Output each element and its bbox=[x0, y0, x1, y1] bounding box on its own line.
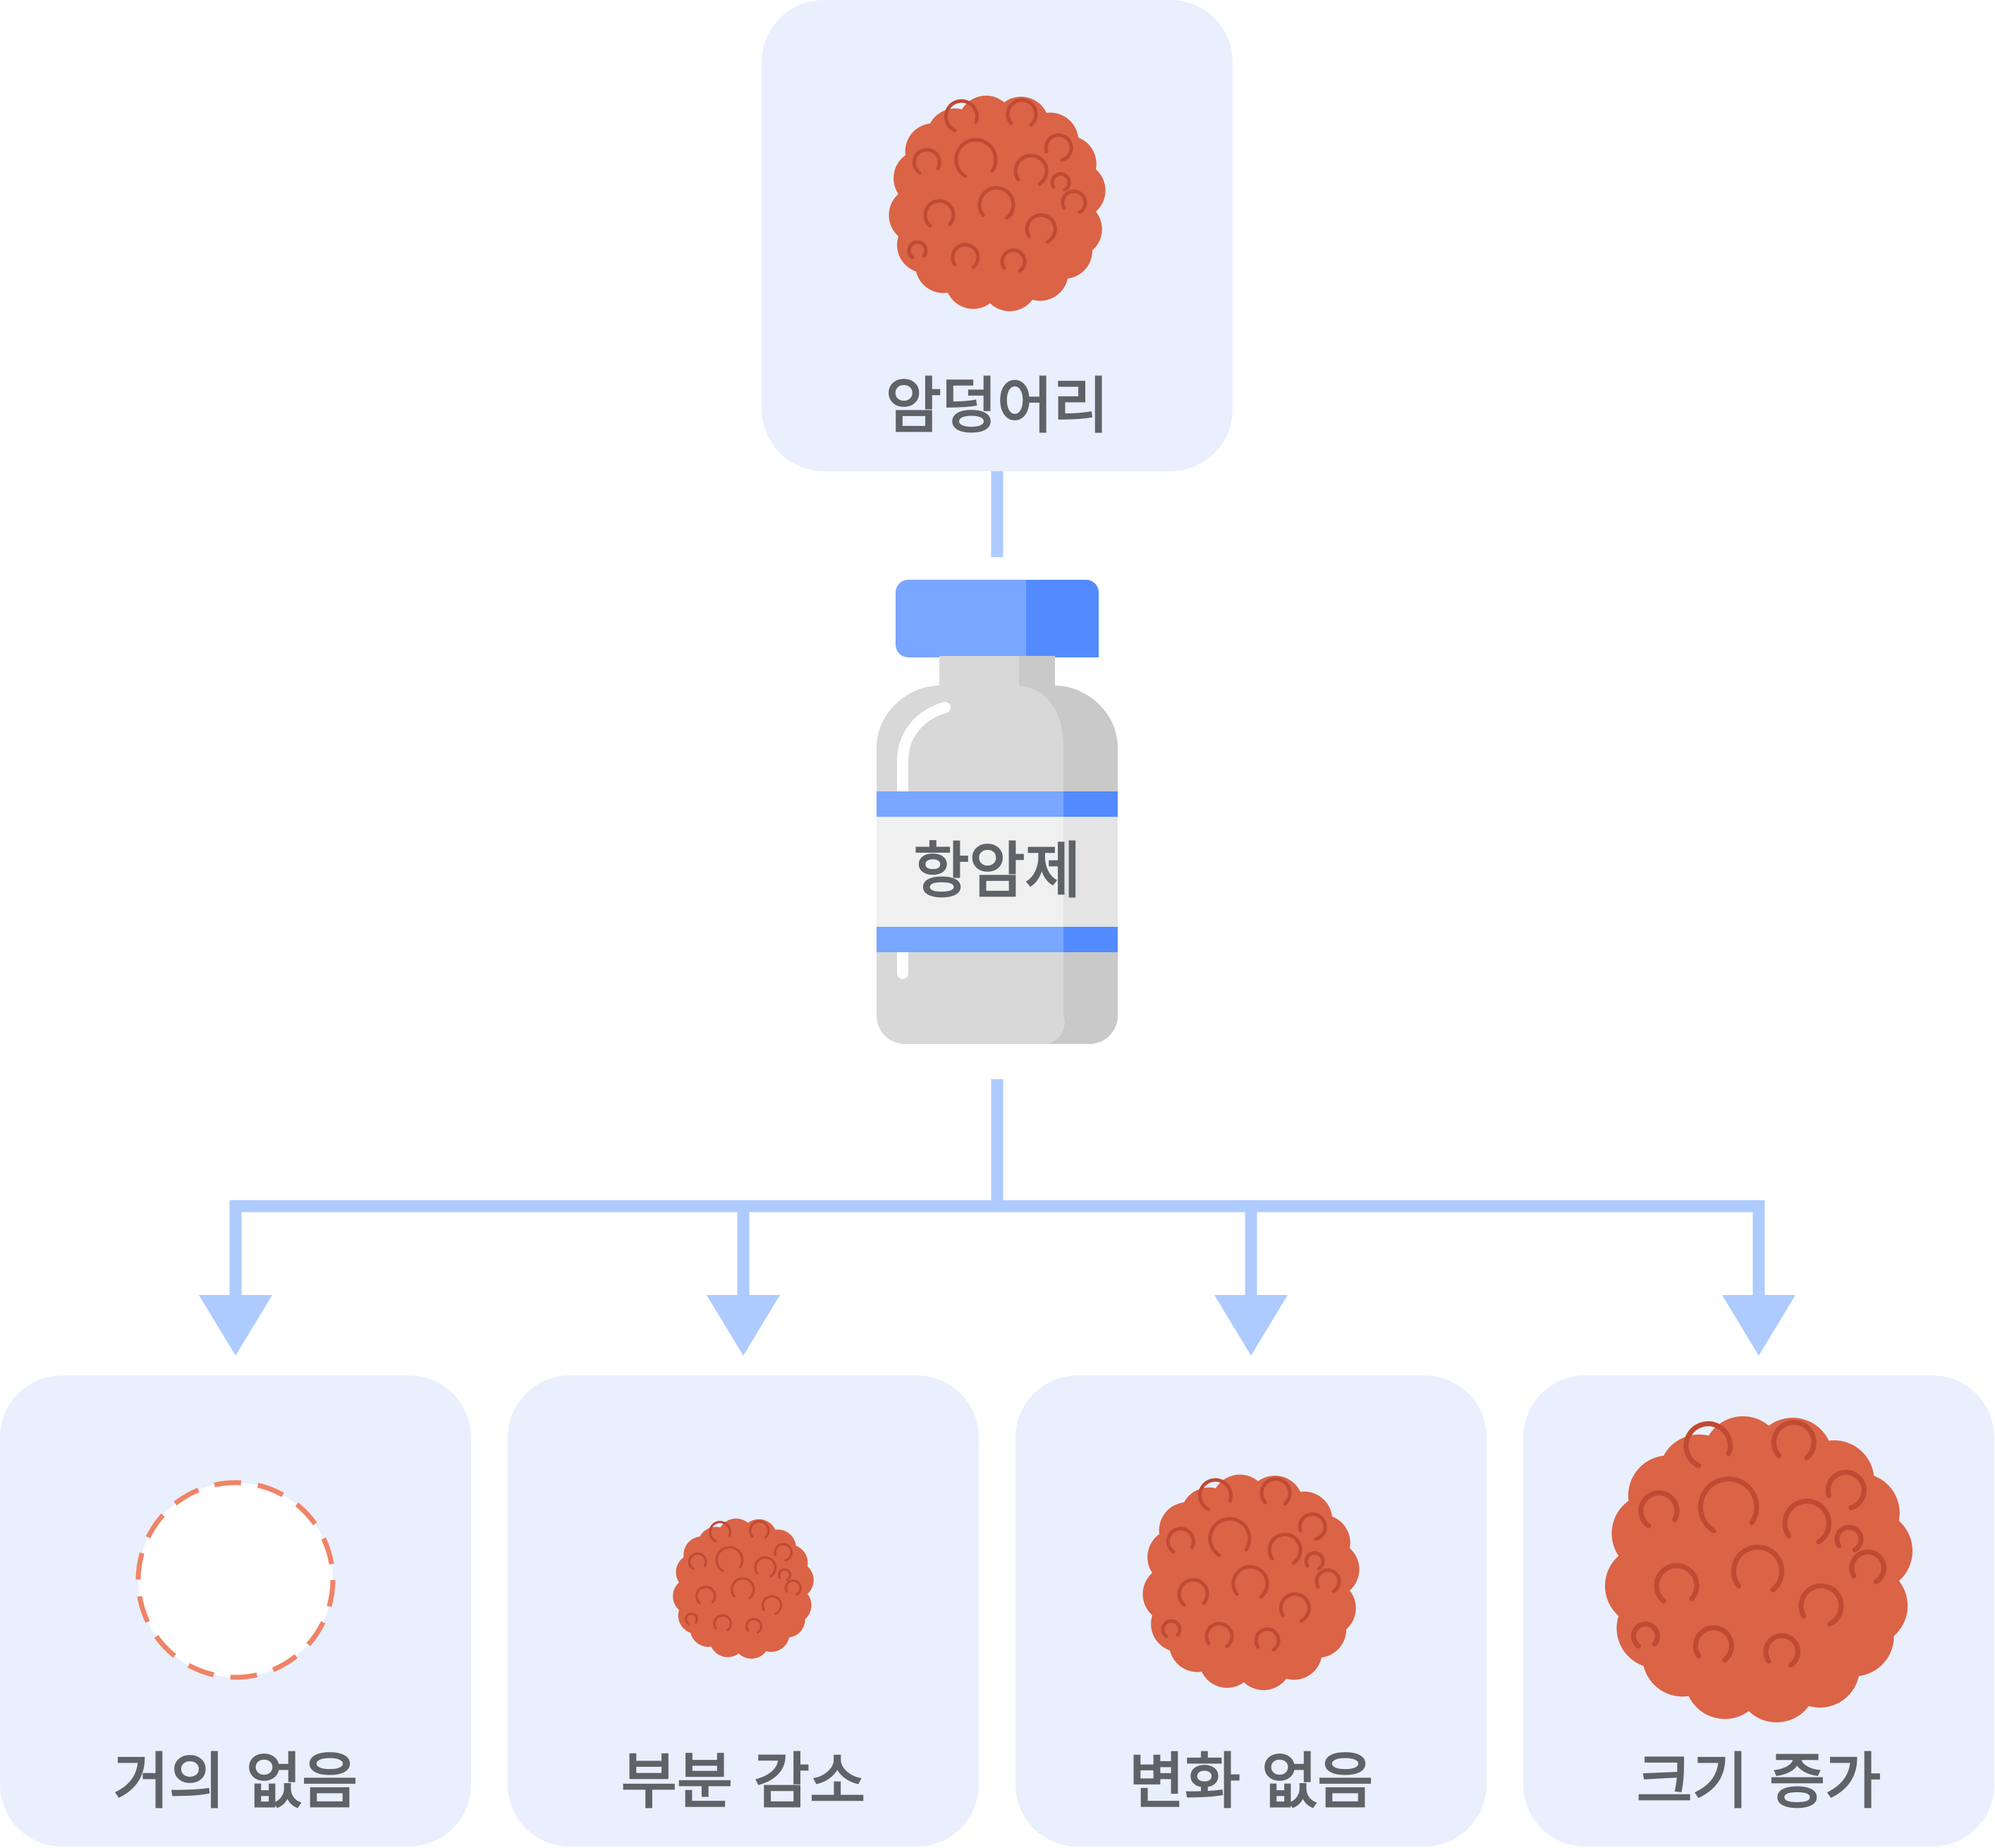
outcome-label: 부분 감소 bbox=[621, 1746, 865, 1817]
vial-label-shade bbox=[1063, 817, 1118, 927]
top-card-label: 암덩어리 bbox=[886, 371, 1109, 442]
arrow-down-icon bbox=[1722, 1295, 1795, 1356]
vial-cap-shade bbox=[1026, 580, 1099, 657]
vial-label-text: 항암제 bbox=[913, 836, 1080, 906]
outcome-card-partial-reduction: 부분 감소 bbox=[508, 1375, 979, 1847]
empty-dashed-circle-icon bbox=[135, 1480, 336, 1680]
vial-label-stripe-bottom-shade bbox=[1063, 927, 1118, 952]
outcome-card-none: 거의 없음 bbox=[0, 1375, 471, 1847]
outcome-label: 크기 증가 bbox=[1637, 1746, 1881, 1817]
top-card: 암덩어리 bbox=[762, 0, 1233, 471]
outcome-card-size-increase: 크기 증가 bbox=[1523, 1375, 1994, 1847]
vial-label-stripe-top-shade bbox=[1063, 791, 1118, 817]
outcome-card-no-change: 변화 없음 bbox=[1015, 1375, 1487, 1847]
arrow-down-icon bbox=[707, 1295, 780, 1356]
outcome-cards: 거의 없음 부분 감소 변화 없음 크기 증가 bbox=[0, 1375, 1994, 1847]
arrow-down-icon bbox=[1214, 1295, 1288, 1356]
vial-neck-shade bbox=[1019, 656, 1055, 688]
outcome-label: 거의 없음 bbox=[114, 1746, 358, 1817]
vial-glass-highlight bbox=[897, 702, 951, 979]
connector-lines bbox=[199, 471, 1795, 1356]
arrow-down-icon bbox=[199, 1295, 272, 1356]
medicine-vial-icon: 항암제 bbox=[877, 580, 1118, 1044]
outcome-label: 변화 없음 bbox=[1129, 1746, 1373, 1817]
